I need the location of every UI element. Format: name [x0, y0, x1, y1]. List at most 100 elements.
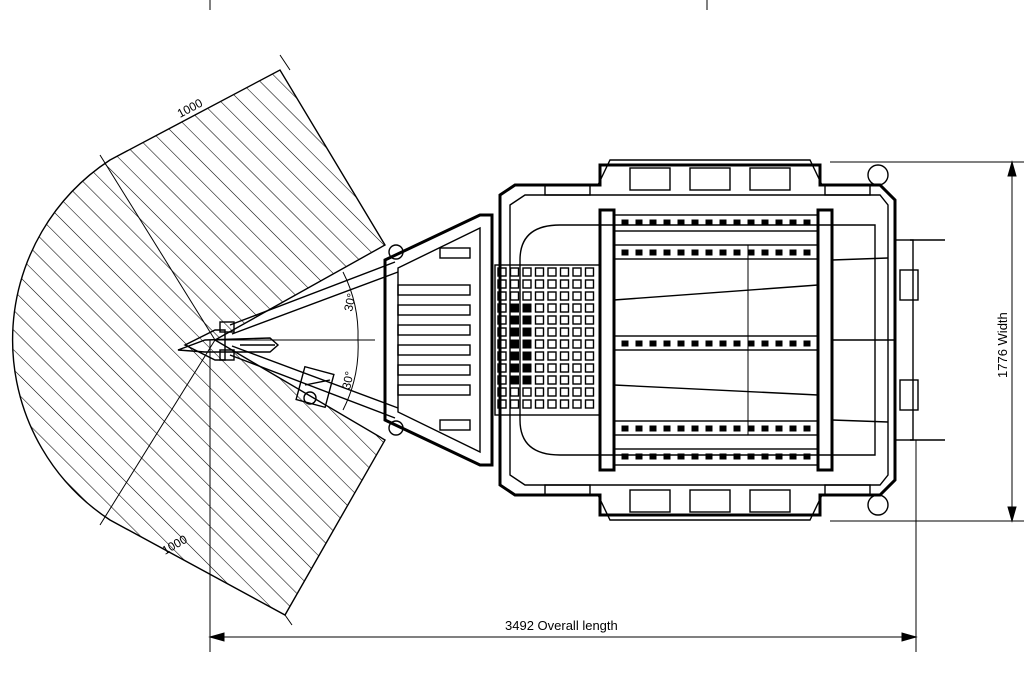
grid-cell [522, 375, 532, 385]
rail-dot [663, 425, 671, 432]
rail-dot [803, 340, 811, 347]
grid-cell [559, 339, 570, 349]
rail-dot [677, 453, 685, 460]
grid-cell [497, 315, 507, 325]
roof-rack [598, 208, 895, 472]
wheel-arch-top [544, 159, 871, 196]
rail-dot [663, 219, 671, 226]
grid-cell [497, 399, 507, 409]
grid-cell [534, 339, 545, 349]
grid-cell [534, 363, 545, 373]
rail-dot [747, 453, 755, 460]
grid-cell [509, 387, 520, 397]
trailer-top-view-icon [383, 159, 945, 521]
grid-cell [584, 339, 595, 349]
rail-dot [705, 219, 713, 226]
rail-dot [691, 453, 699, 460]
grid-cell [572, 375, 582, 385]
rail-dot [803, 425, 811, 432]
grid-cell [559, 399, 570, 409]
rail-dot [747, 219, 755, 226]
rail-dot [691, 340, 699, 347]
rail-dot [691, 425, 699, 432]
grid-cell [497, 351, 507, 361]
rail-dot [775, 340, 783, 347]
rail-dot [621, 340, 629, 347]
rail-dot [677, 249, 685, 256]
grid-cell [522, 291, 532, 301]
grid-cell [584, 399, 595, 409]
grid-cell [510, 363, 519, 373]
grid-cell [510, 351, 519, 361]
grid-cell [572, 339, 582, 349]
grid-cell [584, 267, 595, 277]
rail-dot [803, 219, 811, 226]
grid-cell [534, 375, 545, 385]
rail-dot [635, 453, 643, 460]
rail-dot [635, 219, 643, 226]
grid-cell [534, 399, 545, 409]
grid-cell [572, 315, 582, 325]
grid-cell [572, 303, 582, 313]
grid-cell [510, 375, 519, 385]
rail-dot [663, 340, 671, 347]
wheel-arch-bottom [544, 484, 871, 521]
rail-dot [719, 219, 727, 226]
rail-dot [733, 340, 741, 347]
rail-dot [775, 249, 783, 256]
rail-dot [789, 219, 797, 226]
grid-cell [584, 279, 595, 289]
width-dimension-label: 1776 Width [995, 312, 1010, 378]
grid-cell [584, 327, 595, 337]
overall-length-dimension [208, 340, 918, 652]
rail-dot [691, 219, 699, 226]
grid-cell [559, 363, 570, 373]
grid-cell [572, 363, 582, 373]
grid-cell [572, 399, 582, 409]
rail-dot [705, 340, 713, 347]
rail-dot [621, 425, 629, 432]
grid-cell [510, 315, 519, 325]
grid-cell [497, 267, 507, 277]
rail-dot [649, 340, 657, 347]
grid-cell [497, 387, 507, 397]
drawbar-a-frame [177, 261, 399, 419]
overall-length-label: 3492 Overall length [505, 618, 618, 633]
rail-dot [663, 249, 671, 256]
rail-dot [747, 425, 755, 432]
grid-cell [522, 399, 532, 409]
width-dimension [830, 160, 1024, 523]
rail-dot [677, 340, 685, 347]
grid-cell [509, 279, 520, 289]
angle-arcs [215, 271, 375, 411]
grid-cell [547, 375, 557, 385]
grid-cell [497, 339, 507, 349]
rail-dot [621, 249, 629, 256]
rail-dot [719, 340, 727, 347]
grid-cell [522, 387, 532, 397]
grid-cell [559, 351, 570, 361]
grid-cell [497, 303, 507, 313]
rail-dot [761, 219, 769, 226]
rail-dot [705, 425, 713, 432]
rail-dot [635, 340, 643, 347]
grid-cell [559, 267, 570, 277]
grid-cell [547, 363, 557, 373]
rail-dot [635, 249, 643, 256]
rail-dot [635, 425, 643, 432]
rail-dot [747, 340, 755, 347]
rail-dot [775, 453, 783, 460]
rail-dot [761, 340, 769, 347]
rail-dot [789, 340, 797, 347]
rail-dot [719, 249, 727, 256]
grid-cell [534, 303, 545, 313]
rail-dot [789, 425, 797, 432]
grid-cell [559, 375, 570, 385]
rail-dot [705, 453, 713, 460]
grid-cell [547, 327, 557, 337]
grid-cell [509, 291, 520, 301]
nose-slats [397, 247, 471, 431]
rail-dot [649, 425, 657, 432]
grid-cell [522, 327, 532, 337]
grid-cell [559, 279, 570, 289]
